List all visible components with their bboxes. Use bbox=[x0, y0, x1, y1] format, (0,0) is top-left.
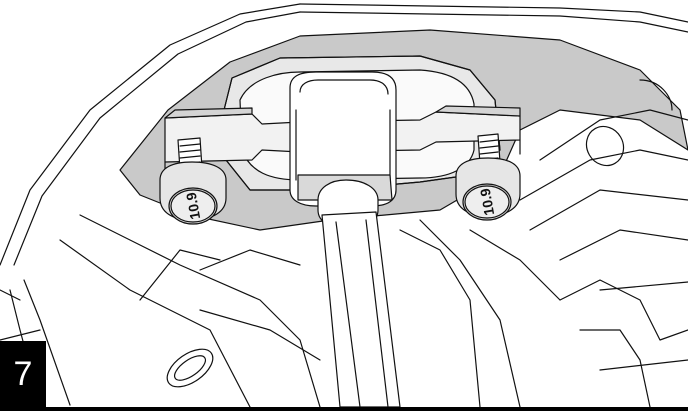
step-number-badge: 7 bbox=[0, 341, 46, 407]
right-housing bbox=[519, 79, 688, 407]
bolt-right bbox=[455, 133, 521, 221]
bolt-right-grade: 10.9 bbox=[477, 187, 498, 217]
housing-outline bbox=[0, 3, 688, 406]
oval-slot bbox=[166, 348, 214, 388]
bolt-left-grade: 10.9 bbox=[183, 191, 204, 221]
bottom-border bbox=[0, 407, 688, 411]
frame-facets bbox=[0, 214, 561, 407]
bolt-left bbox=[159, 137, 227, 225]
step-number: 7 bbox=[13, 354, 33, 393]
link-rod bbox=[317, 179, 401, 407]
